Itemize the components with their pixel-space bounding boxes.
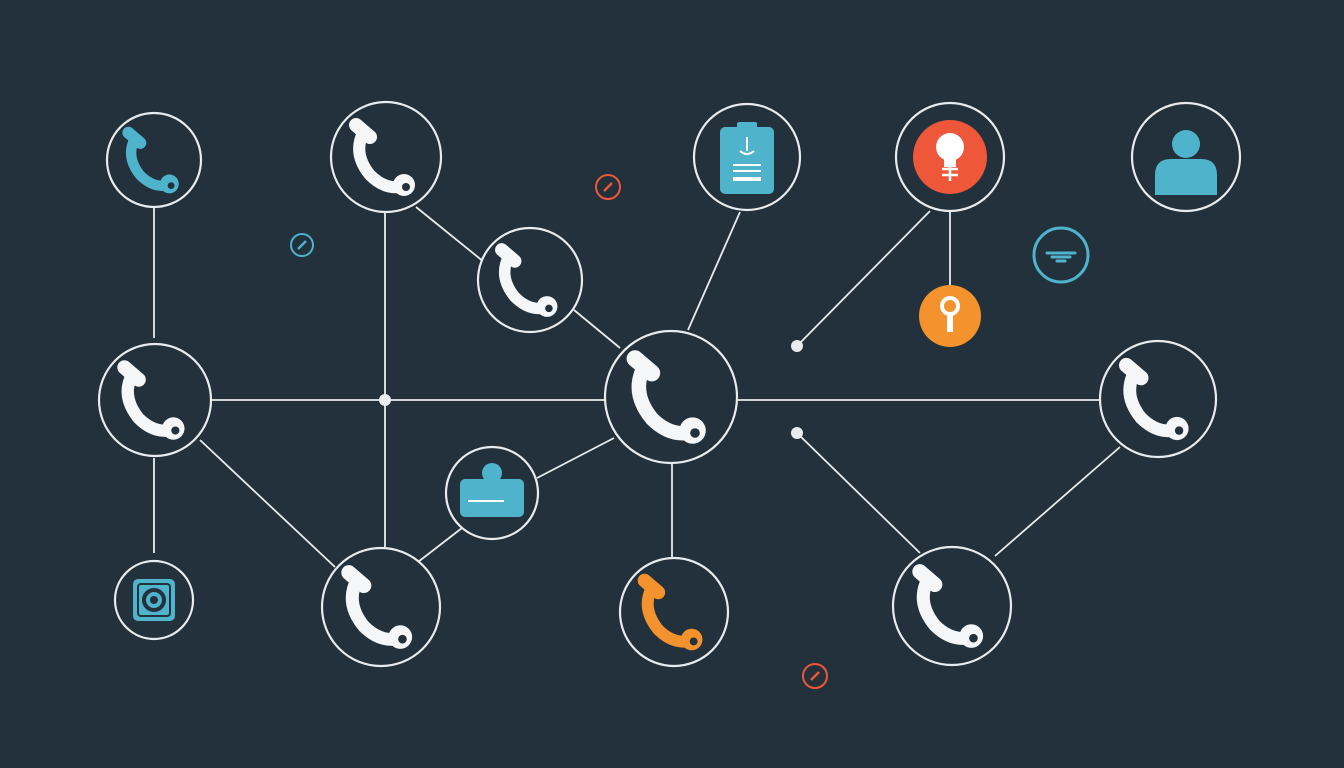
connector-line (796, 432, 921, 554)
phone-icon (341, 565, 413, 649)
phone-icon (349, 118, 415, 196)
node-message-card[interactable] (444, 445, 540, 541)
phone-icon (626, 350, 706, 444)
badge-icon (297, 240, 307, 250)
node-ring (891, 545, 1013, 667)
node-phone[interactable] (603, 329, 739, 465)
connector-line (536, 437, 615, 479)
node-ring (618, 556, 730, 668)
node-phone[interactable] (97, 342, 213, 458)
node-ring (105, 111, 203, 209)
lightbulb-icon (940, 296, 960, 332)
connector-line (994, 446, 1121, 557)
connector-line (687, 211, 741, 331)
phone-icon (117, 360, 185, 440)
badge-icon (603, 182, 613, 192)
junction-dot (791, 427, 803, 439)
connector-line (415, 206, 485, 263)
node-ring (1098, 339, 1218, 459)
node-phone[interactable] (1098, 339, 1218, 459)
junction-dot (379, 394, 391, 406)
message-card-icon (460, 463, 524, 517)
connector-line (796, 210, 931, 347)
phone-icon (1118, 357, 1189, 441)
node-phone[interactable] (891, 545, 1013, 667)
node-user[interactable] (1130, 101, 1242, 213)
node-phone[interactable] (320, 546, 442, 668)
junction-dot (791, 340, 803, 352)
node-lightbulb[interactable] (894, 101, 1006, 213)
node-at-sign[interactable] (113, 559, 195, 641)
user-icon (1155, 130, 1217, 195)
node-phone[interactable] (476, 226, 584, 334)
phone-icon (912, 564, 984, 648)
node-ring (320, 546, 442, 668)
lightbulb-icon (936, 133, 964, 181)
phone-icon (637, 573, 703, 651)
node-phone[interactable] (105, 111, 203, 209)
connector-line (573, 309, 621, 349)
node-lightbulb[interactable] (919, 285, 981, 347)
at-sign-icon (133, 579, 175, 621)
phone-icon (495, 243, 558, 317)
node-phone[interactable] (618, 556, 730, 668)
node-small-badge[interactable] (290, 233, 314, 257)
connector-line (199, 439, 336, 568)
node-ring (329, 100, 443, 214)
node-wifi[interactable] (1032, 226, 1090, 284)
node-ring (603, 329, 739, 465)
node-small-badge[interactable] (802, 663, 828, 689)
wifi-icon (1045, 251, 1077, 263)
node-phone[interactable] (329, 100, 443, 214)
node-ring (97, 342, 213, 458)
connector-line (417, 527, 463, 563)
badge-icon (810, 671, 820, 681)
node-clipboard[interactable] (692, 102, 802, 212)
node-small-badge[interactable] (595, 174, 621, 200)
phone-icon (122, 126, 179, 194)
clipboard-icon (720, 122, 774, 194)
node-ring (476, 226, 584, 334)
